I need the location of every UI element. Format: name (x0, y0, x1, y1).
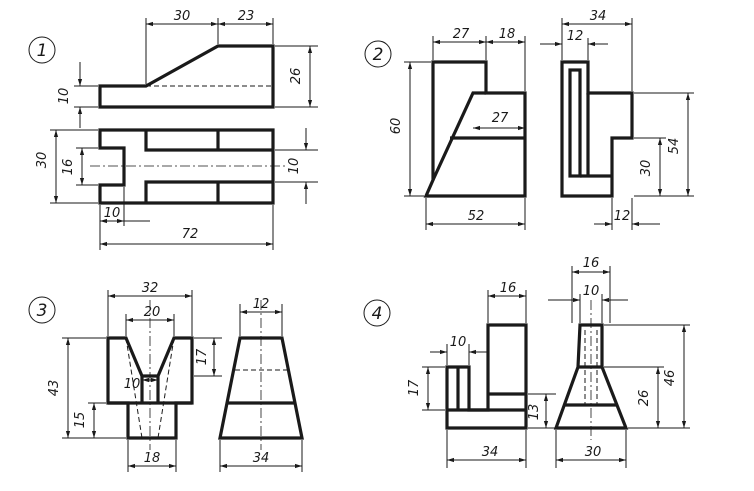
dim-16-front: 16 (500, 281, 517, 296)
dim-17: 17 (407, 379, 422, 396)
dim-30-vertical: 30 (35, 152, 50, 169)
exercise-4: 4 16 10 17 (363, 256, 690, 468)
dim-15: 15 (73, 412, 88, 429)
exercise-4-badge (363, 299, 391, 327)
exercise-2-dimensions: 27 18 60 27 52 34 12 54 (389, 9, 694, 230)
dim-12-bottom: 12 (614, 209, 631, 224)
exercise-3: 3 32 20 12 (28, 281, 304, 472)
dim-72: 72 (182, 227, 199, 242)
dim-26: 26 (637, 390, 652, 407)
dim-43: 43 (47, 380, 62, 397)
dim-54: 54 (667, 138, 682, 155)
dim-10-side: 10 (583, 284, 600, 299)
dim-10: 10 (124, 377, 141, 392)
dim-16-side: 16 (583, 256, 600, 271)
exercise-1-badge (28, 36, 56, 64)
dim-18: 18 (499, 27, 516, 42)
dim-27-inner: 27 (492, 111, 509, 126)
exercise-4-number: 4 (372, 304, 383, 324)
exercise-4-front-view (445, 323, 528, 430)
exercise-3-side-view (218, 300, 304, 450)
exercise-2-front-view (423, 60, 527, 198)
exercise-2: 2 27 18 60 27 (364, 9, 694, 230)
exercise-3-number: 3 (37, 301, 48, 321)
dim-30: 30 (174, 9, 191, 24)
exercise-1-dimensions: 30 23 26 10 30 16 10 (35, 9, 318, 250)
dim-60: 60 (389, 118, 404, 135)
exercise-1-front-view (98, 44, 275, 109)
dim-12-top: 12 (567, 29, 584, 44)
exercise-4-side-view (553, 300, 629, 440)
dim-27-top: 27 (453, 27, 470, 42)
dim-23: 23 (238, 9, 255, 24)
dim-12: 12 (253, 297, 270, 312)
dim-16: 16 (61, 159, 76, 176)
dim-20: 20 (144, 305, 161, 320)
dim-26: 26 (289, 68, 304, 85)
dim-10-bottom: 10 (104, 206, 121, 221)
exercise-3-dimensions: 32 20 12 43 15 17 10 18 (47, 281, 303, 472)
dim-34: 34 (590, 9, 607, 24)
dim-46: 46 (663, 370, 678, 387)
exercise-2-number: 2 (373, 45, 384, 65)
exercise-2-side-view (560, 60, 634, 198)
exercise-1-top-view (90, 128, 285, 205)
exercise-1-number: 1 (37, 41, 48, 61)
dim-18: 18 (144, 451, 161, 466)
exercise-3-front-view (106, 300, 194, 450)
exercise-3-badge (28, 296, 56, 324)
dim-10-height: 10 (57, 88, 72, 105)
exercise-1: 1 30 23 26 (28, 9, 318, 250)
dim-34: 34 (482, 445, 499, 460)
dim-52: 52 (468, 209, 485, 224)
dim-30-side: 30 (639, 160, 654, 177)
dim-13: 13 (527, 404, 542, 421)
dim-32: 32 (142, 281, 159, 296)
dim-10-front: 10 (450, 335, 467, 350)
dim-10-slot: 10 (287, 158, 302, 175)
dim-17: 17 (195, 348, 210, 365)
exercise-2-badge (364, 40, 392, 68)
exercise-4-dimensions: 16 10 17 34 16 10 (407, 256, 690, 468)
dim-30: 30 (585, 445, 602, 460)
dim-34: 34 (253, 451, 270, 466)
